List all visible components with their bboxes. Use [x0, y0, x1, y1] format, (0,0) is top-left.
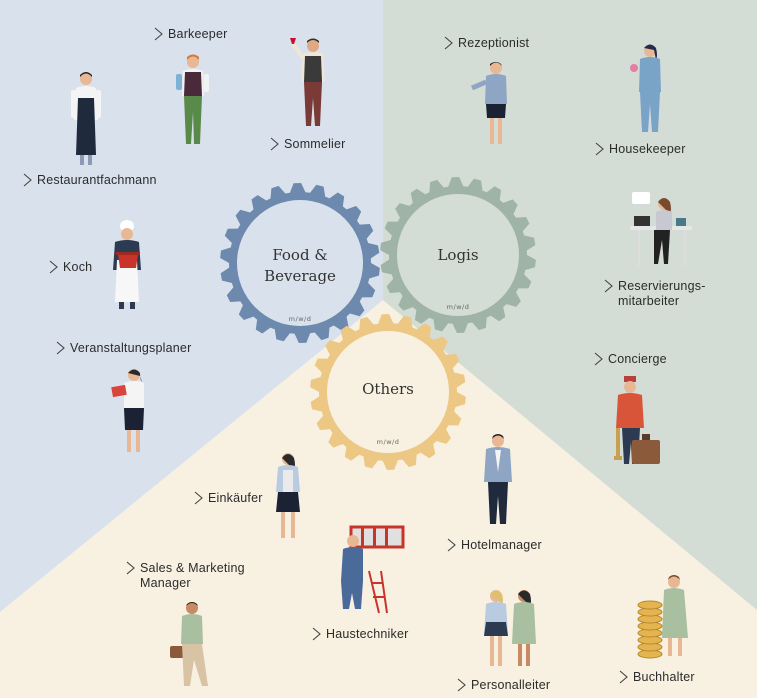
role-text: Concierge [608, 352, 667, 366]
role-label-hotelmanager[interactable]: Hotelmanager [446, 538, 542, 553]
role-text: Barkeeper [168, 27, 228, 41]
chevron-right-icon [595, 142, 604, 156]
gear-food-title-1: Food & [272, 246, 327, 264]
role-text: Buchhalter [633, 670, 695, 684]
chevron-right-icon [126, 561, 135, 575]
role-label-housekeeper[interactable]: Housekeeper [594, 142, 686, 157]
gear-others-title: Others [362, 380, 414, 398]
restaurantfachmann-illustration [71, 72, 101, 165]
role-text: Personalleiter [471, 678, 551, 692]
role-label-barkeeper[interactable]: Barkeeper [153, 27, 227, 42]
chevron-right-icon [270, 137, 279, 151]
housekeeper-illustration [630, 44, 661, 132]
haustechniker-illustration [341, 525, 405, 614]
rezeptionist-illustration [471, 62, 507, 144]
role-label-sommelier[interactable]: Sommelier [269, 137, 346, 152]
role-text: Restaurantfachmann [37, 173, 157, 187]
buchhalter-illustration [637, 575, 688, 659]
role-text: Sommelier [284, 137, 346, 151]
gear-food-title-2: Beverage [264, 267, 336, 285]
role-text: Koch [63, 260, 93, 274]
role-text: Rezeptionist [458, 36, 530, 50]
chevron-right-icon [154, 27, 163, 41]
role-label-concierge[interactable]: Concierge [593, 352, 667, 367]
role-label-haustechniker[interactable]: Haustechniker [311, 627, 409, 642]
einkaeufer-illustration [276, 453, 300, 538]
sales-marketing-manager-illustration [170, 602, 208, 686]
concierge-illustration [614, 376, 660, 464]
role-text: Veranstaltungsplaner [70, 341, 192, 355]
chevron-right-icon [56, 341, 65, 355]
personalleiter-illustration [484, 590, 536, 666]
role-label-einkaeufer[interactable]: Einkäufer [193, 491, 263, 506]
role-label-restaurantfachmann[interactable]: Restaurantfachmann [22, 173, 157, 188]
gear-logis-title: Logis [437, 246, 478, 264]
role-label-personalleiter[interactable]: Personalleiter [456, 678, 550, 693]
gear-food-suffix: m/w/d [289, 315, 312, 323]
role-label-sales-marketing-manager[interactable]: Sales & Marketing Manager [125, 561, 245, 591]
role-text: Reservierungs- mitarbeiter [618, 279, 706, 308]
chevron-right-icon [604, 279, 613, 293]
role-label-koch[interactable]: Koch [48, 260, 92, 275]
chevron-right-icon [49, 260, 58, 274]
hotelmanager-illustration [484, 434, 512, 524]
role-text: Sales & Marketing Manager [140, 561, 245, 590]
gear-logis: Logis m/w/d [380, 177, 536, 333]
barkeeper-illustration [176, 54, 209, 144]
chevron-right-icon [457, 678, 466, 692]
role-text: Hotelmanager [461, 538, 542, 552]
chevron-right-icon [23, 173, 32, 187]
role-text: Housekeeper [609, 142, 686, 156]
koch-illustration [113, 220, 141, 309]
chevron-right-icon [594, 352, 603, 366]
chevron-right-icon [444, 36, 453, 50]
role-text: Haustechniker [326, 627, 409, 641]
role-label-reservierungsmitarbeiter[interactable]: Reservierungs- mitarbeiter [603, 279, 706, 309]
gear-others: Others m/w/d [310, 314, 466, 470]
chevron-right-icon [312, 627, 321, 641]
chevron-right-icon [447, 538, 456, 552]
gear-food-beverage: Food & Beverage m/w/d [220, 183, 380, 343]
gear-others-suffix: m/w/d [377, 438, 400, 446]
role-label-rezeptionist[interactable]: Rezeptionist [443, 36, 529, 51]
chevron-right-icon [194, 491, 203, 505]
role-label-veranstaltungsplaner[interactable]: Veranstaltungsplaner [55, 341, 191, 356]
logis-region [383, 0, 757, 610]
reservierungsmitarbeiter-illustration [630, 192, 692, 266]
sommelier-illustration [290, 38, 325, 126]
gear-logis-suffix: m/w/d [447, 303, 470, 311]
veranstaltungsplaner-illustration [111, 369, 144, 452]
chevron-right-icon [619, 670, 628, 684]
role-label-buchhalter[interactable]: Buchhalter [618, 670, 695, 685]
role-text: Einkäufer [208, 491, 263, 505]
